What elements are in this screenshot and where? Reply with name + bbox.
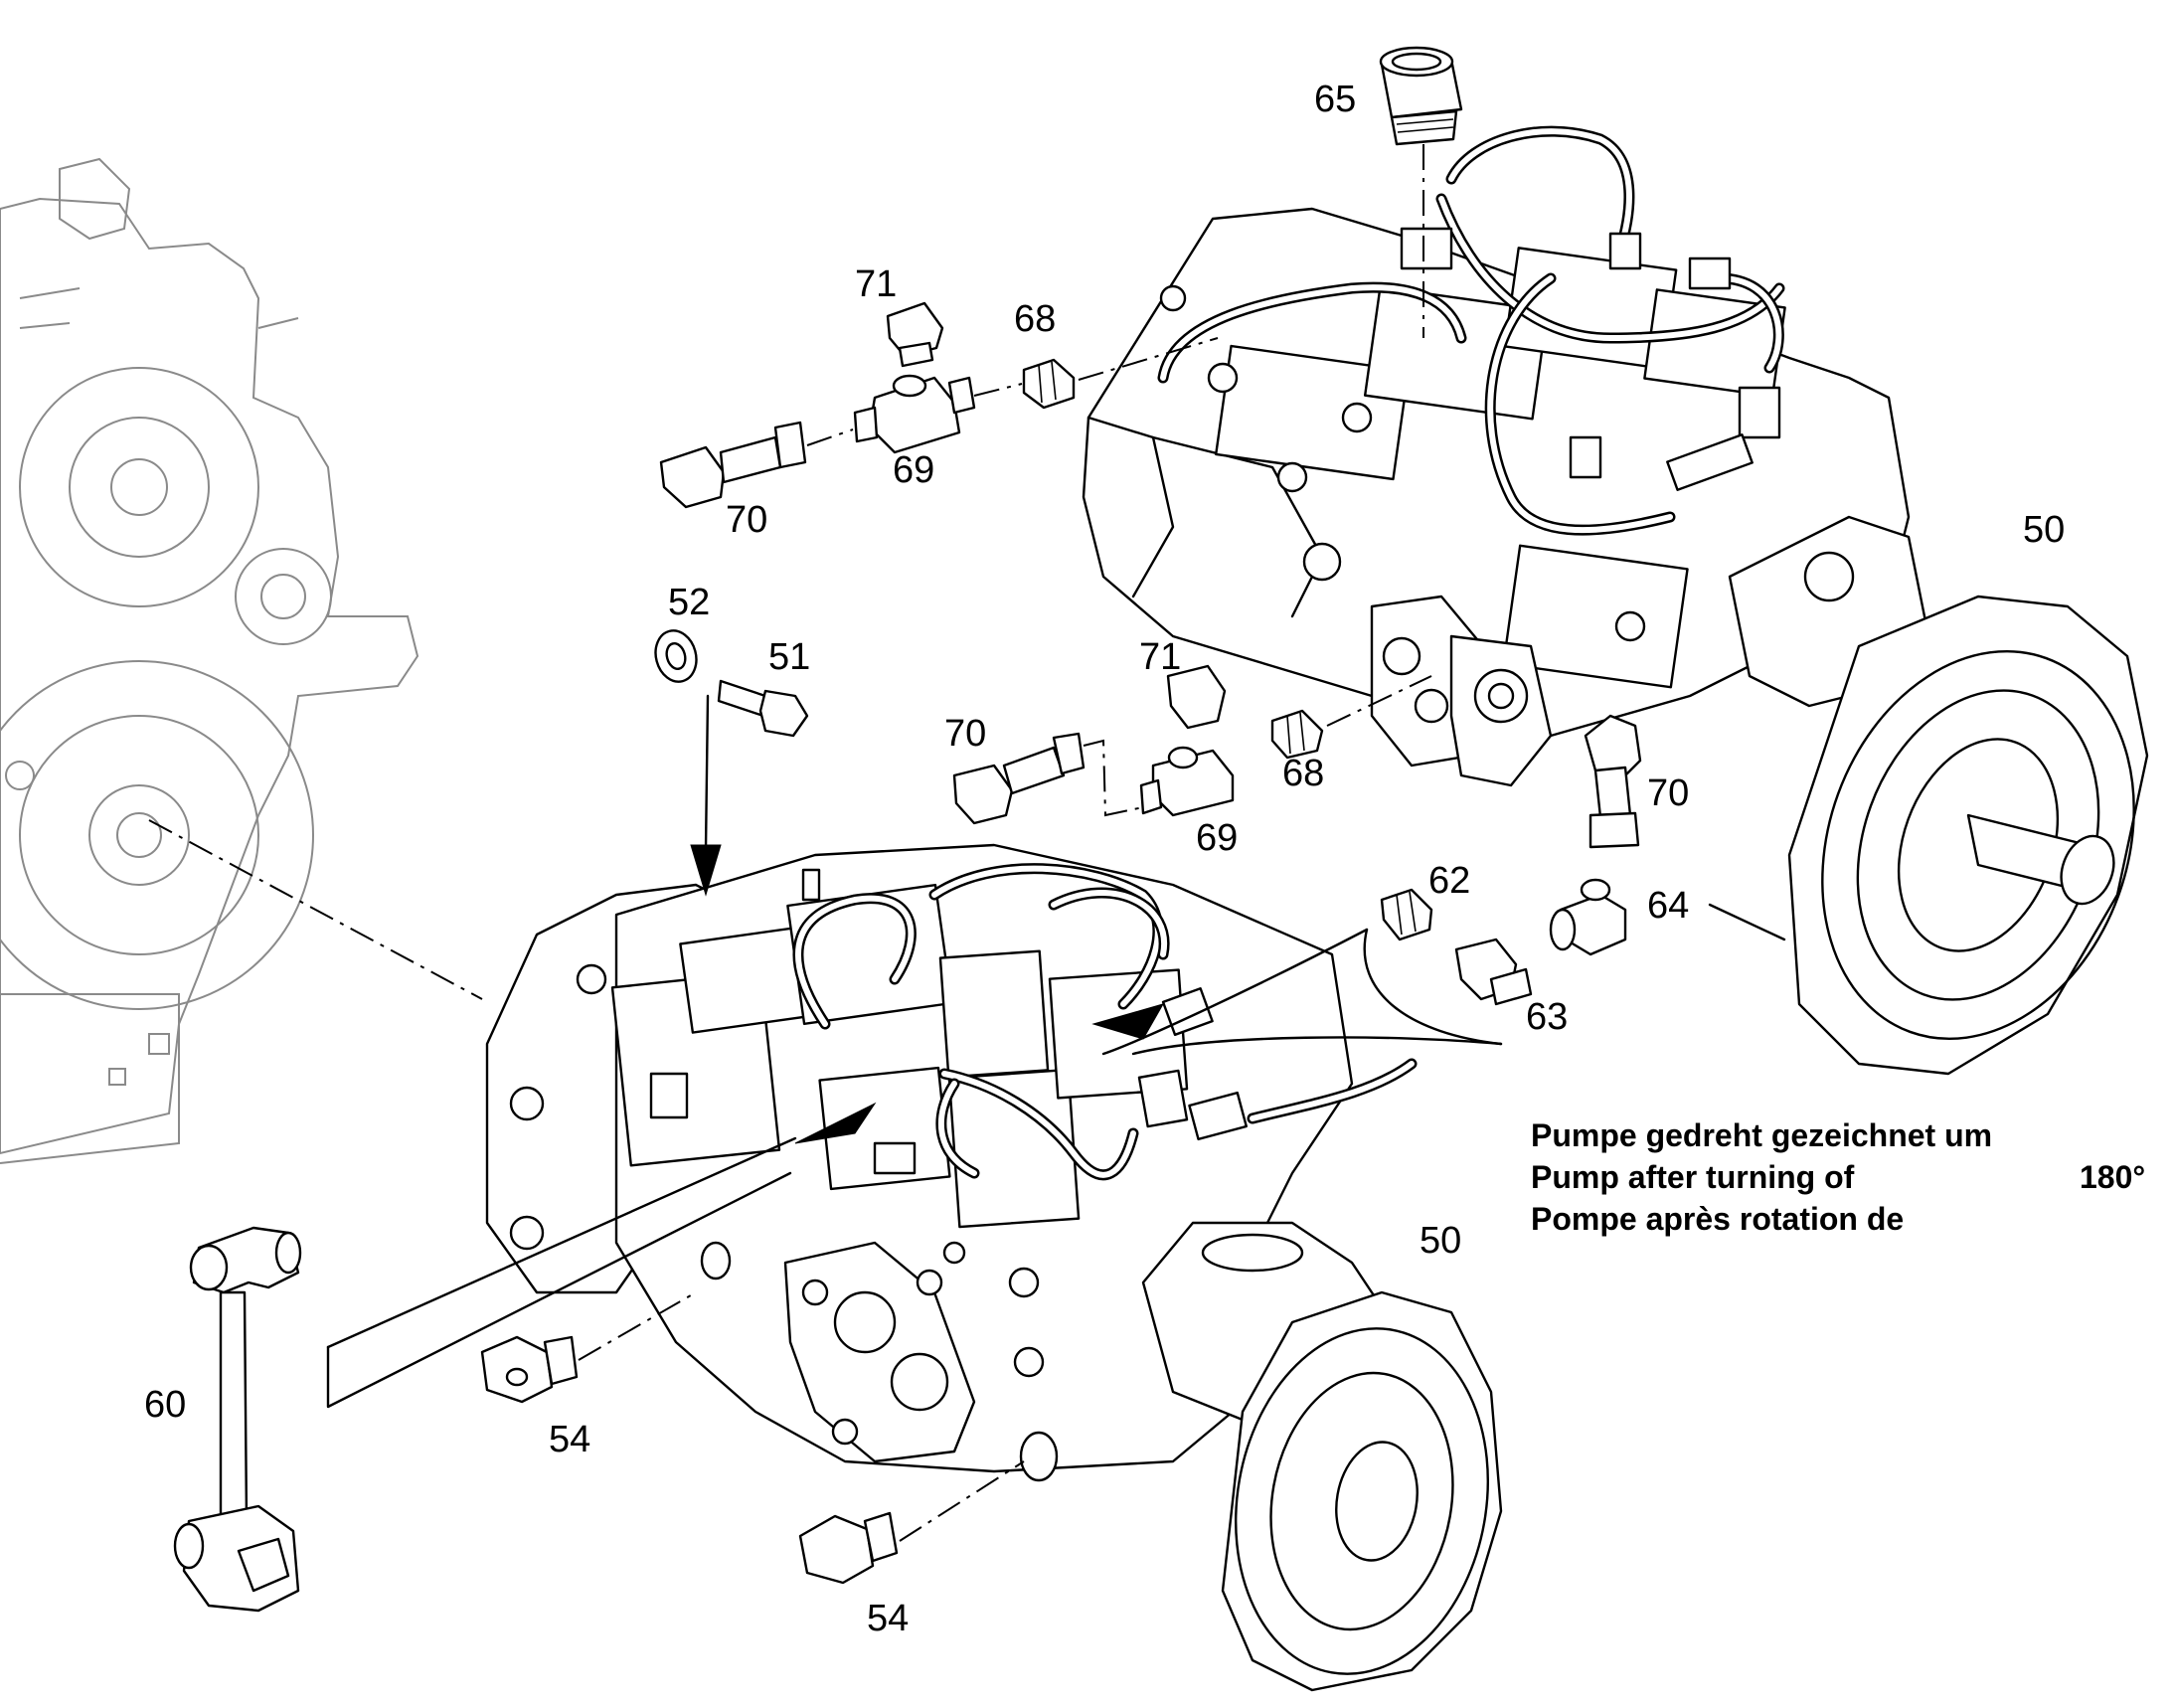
caption-angle: 180° bbox=[2080, 1159, 2145, 1195]
callout-63: 63 bbox=[1526, 996, 1568, 1038]
caption-line-english: Pump after turning of bbox=[1531, 1159, 1855, 1195]
part-52-washer bbox=[654, 629, 698, 683]
part-69-tee-fitting-upper bbox=[853, 374, 976, 454]
callout-69: 69 bbox=[893, 449, 934, 491]
part-64-tee-fitting bbox=[1549, 878, 1786, 956]
callout-62: 62 bbox=[1428, 860, 1470, 902]
callout-52: 52 bbox=[668, 582, 710, 623]
part-71-elbow-fitting-upper bbox=[886, 301, 944, 368]
callout-50: 50 bbox=[2023, 509, 2065, 551]
caption-line-german: Pumpe gedreht gezeichnet um bbox=[1531, 1117, 1992, 1153]
callout-70: 70 bbox=[944, 713, 986, 755]
part-68-nipple-upper bbox=[973, 337, 1219, 410]
part-62-nipple bbox=[1380, 888, 1433, 941]
callout-71: 71 bbox=[855, 263, 897, 305]
part-54-screw-plug-upper bbox=[480, 1291, 697, 1404]
callout-54: 54 bbox=[867, 1598, 909, 1639]
callout-70: 70 bbox=[726, 499, 767, 541]
callout-50: 50 bbox=[1420, 1220, 1461, 1262]
callout-70: 70 bbox=[1647, 772, 1689, 814]
callout-51: 51 bbox=[768, 636, 810, 678]
callout-64: 64 bbox=[1647, 885, 1689, 927]
rotation-caption: Pumpe gedreht gezeichnet um Pump after t… bbox=[1531, 1117, 2145, 1237]
callout-71: 71 bbox=[1139, 636, 1181, 678]
callout-65: 65 bbox=[1314, 79, 1356, 120]
callout-69: 69 bbox=[1196, 817, 1238, 859]
part-70-hose-connector-lower bbox=[952, 732, 1086, 825]
part-71-elbow-fitting-lower bbox=[1166, 664, 1227, 730]
callout-54: 54 bbox=[549, 1419, 590, 1460]
part-70-hose-connector-right bbox=[1584, 714, 1642, 849]
part-54-screw-plug-lower bbox=[798, 1460, 1025, 1585]
callout-68: 68 bbox=[1014, 298, 1056, 340]
part-51-bolt bbox=[717, 679, 809, 738]
pump-assembly-main-view bbox=[485, 843, 1503, 1692]
callout-labels: 65 71 68 69 70 50 52 51 71 70 68 69 70 6… bbox=[144, 79, 2065, 1639]
assembly-arrows bbox=[690, 694, 1165, 1144]
caption-line-french: Pompe après rotation de bbox=[1531, 1201, 1904, 1237]
part-63-elbow bbox=[1454, 938, 1533, 1006]
callout-60: 60 bbox=[144, 1384, 186, 1426]
part-68-nipple-lower bbox=[1270, 675, 1432, 760]
pump-assembly-rotated-view bbox=[1082, 125, 2149, 1076]
part-69-tee-fitting-lower bbox=[1139, 746, 1235, 817]
callout-68: 68 bbox=[1282, 753, 1324, 794]
transmission-housing-background bbox=[0, 157, 419, 1164]
assembly-axis-line bbox=[148, 819, 483, 1000]
part-70-hose-connector-upper bbox=[659, 421, 854, 509]
part-65-screw-plug bbox=[1379, 46, 1463, 338]
dashed-bracket-lower-group bbox=[1083, 739, 1144, 817]
detail-wedge-lines bbox=[326, 928, 1503, 1409]
part-60-pipe-assembly bbox=[173, 1226, 302, 1613]
